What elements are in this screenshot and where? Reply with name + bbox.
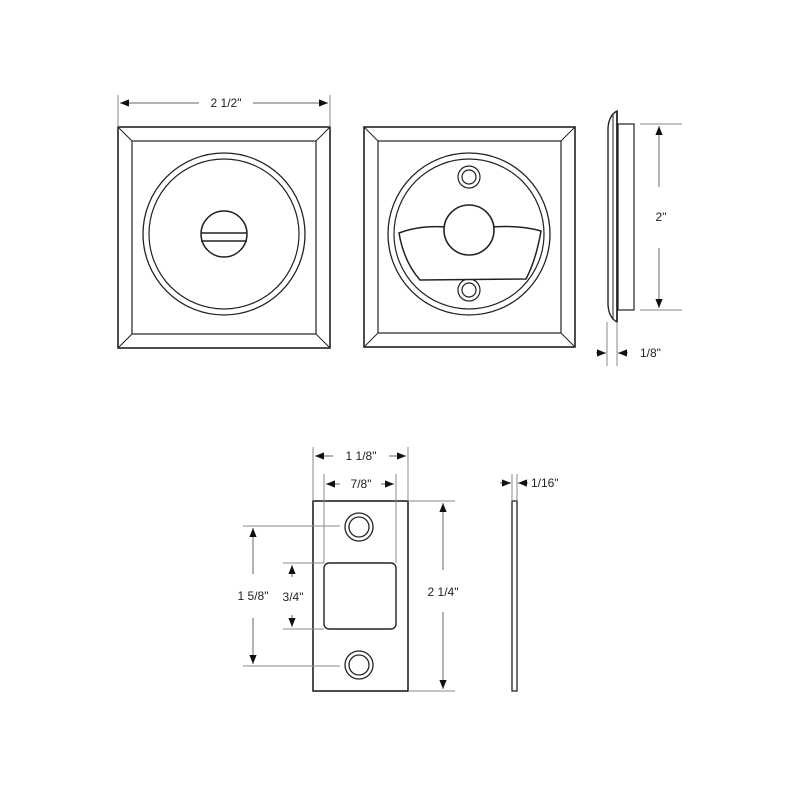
turn-lever-icon xyxy=(398,204,542,281)
label-rose-height: 2" xyxy=(652,210,670,224)
slotted-knob-icon xyxy=(200,210,248,258)
label-plate-width: 2 1/2" xyxy=(207,96,245,110)
strike-hole-bottom-icon xyxy=(344,650,374,680)
dim-rose-height xyxy=(596,123,682,366)
front-plate-thumbturn xyxy=(117,126,331,349)
dim-strike-thickness xyxy=(500,474,529,501)
strike-plate-side xyxy=(511,500,518,692)
screw-hole-bottom-icon xyxy=(457,278,481,302)
dim-plate-width xyxy=(117,95,331,127)
side-profile xyxy=(607,109,635,324)
back-plate-turnpiece xyxy=(363,126,576,348)
strike-plate-front xyxy=(312,500,409,692)
strike-hole-top-icon xyxy=(344,512,374,542)
label-strike-thickness: 1/16" xyxy=(528,476,562,490)
label-strike-hole-spacing: 1 5/8" xyxy=(234,589,272,603)
dim-strike xyxy=(243,447,455,692)
label-strike-width: 1 1/8" xyxy=(342,449,380,463)
label-strike-height: 2 1/4" xyxy=(424,585,462,599)
screw-hole-top-icon xyxy=(457,165,481,189)
label-strike-opening-width: 7/8" xyxy=(347,477,375,491)
label-rose-depth: 1/8" xyxy=(637,346,664,360)
label-strike-opening-height: 3/4" xyxy=(279,590,307,604)
